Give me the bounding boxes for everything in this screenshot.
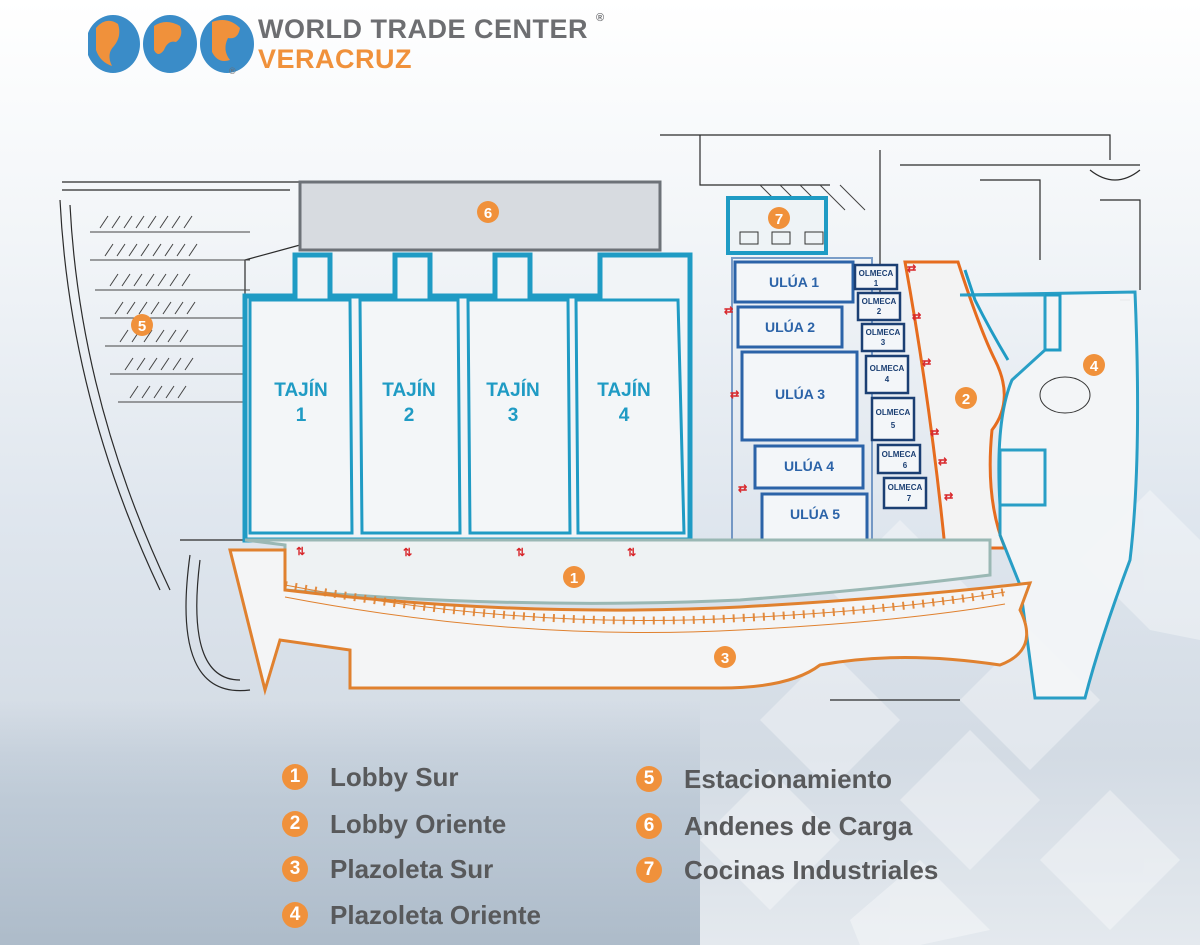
lobby-sur-area <box>244 538 992 605</box>
logo-title: WORLD TRADE CENTER <box>258 14 588 44</box>
ulua-halls <box>733 260 869 542</box>
olmeca-1-name: OLMECA <box>859 269 894 278</box>
globe-logo-icon <box>88 15 254 73</box>
svg-text:3: 3 <box>721 650 729 667</box>
tajin-2-name: TAJÍN <box>382 379 435 401</box>
map-marker-7: 7 <box>768 207 790 229</box>
map-marker-6: 6 <box>477 201 499 223</box>
svg-text:⇅: ⇅ <box>296 546 305 558</box>
tajin-1-name: TAJÍN <box>274 379 327 401</box>
svg-text:⇄: ⇄ <box>922 357 931 369</box>
wtc-globe-logo <box>88 15 254 73</box>
entrance-arrows: ⇅ ⇅ ⇅ ⇅ ⇄ ⇄ ⇄ ⇄ ⇄ ⇄ ⇄ ⇄ ⇄ <box>296 263 953 559</box>
olmeca-3-number: 3 <box>881 338 886 347</box>
olmeca-labels: OLMECA 1 OLMECA 2 OLMECA 3 OLMECA 4 OLME… <box>859 269 923 503</box>
olmeca-4-number: 4 <box>885 375 890 384</box>
ulua-5-label: ULÚA 5 <box>790 505 840 522</box>
olmeca-5-name: OLMECA <box>876 408 911 417</box>
tajin-1-number: 1 <box>296 405 307 426</box>
svg-text:⇄: ⇄ <box>912 311 921 323</box>
tajin-4-number: 4 <box>619 405 630 426</box>
svg-text:4: 4 <box>1090 358 1099 375</box>
olmeca-1-number: 1 <box>874 279 879 288</box>
registered-mark: ® <box>596 12 605 24</box>
olmeca-7-name: OLMECA <box>888 483 923 492</box>
svg-text:⇄: ⇄ <box>730 389 739 401</box>
olmeca-5-number: 5 <box>891 421 896 430</box>
svg-text:⇄: ⇄ <box>738 483 747 495</box>
tajin-4-name: TAJÍN <box>597 379 650 401</box>
ulua-2-label: ULÚA 2 <box>765 318 815 335</box>
svg-text:⇄: ⇄ <box>724 305 733 317</box>
ulua-4-label: ULÚA 4 <box>784 457 834 474</box>
plazoleta-oriente-area <box>959 290 1140 700</box>
tajin-2-number: 2 <box>404 405 415 426</box>
svg-text:⇄: ⇄ <box>930 427 939 439</box>
olmeca-2-name: OLMECA <box>862 297 897 306</box>
svg-text:⇄: ⇄ <box>907 263 916 275</box>
svg-text:2: 2 <box>962 391 970 408</box>
map-marker-5: 5 <box>131 314 153 336</box>
olmeca-2-number: 2 <box>877 307 882 316</box>
ulua-1-label: ULÚA 1 <box>769 273 819 290</box>
svg-text:⇅: ⇅ <box>627 547 636 559</box>
ulua-3-label: ULÚA 3 <box>775 385 825 402</box>
map-marker-4: 4 <box>1083 354 1105 376</box>
logo-subtitle: VERACRUZ <box>258 44 413 74</box>
svg-text:⇅: ⇅ <box>403 547 412 559</box>
olmeca-6-number: 6 <box>903 461 908 470</box>
ulua-labels: ULÚA 1 ULÚA 2 ULÚA 3 ULÚA 4 ULÚA 5 <box>765 273 840 522</box>
logo-registered-mark: ® <box>229 66 236 76</box>
map-marker-3: 3 <box>714 646 736 668</box>
tajin-3-name: TAJÍN <box>486 379 539 401</box>
tajin-hall-dividers <box>248 298 686 535</box>
tajin-labels: TAJÍN 1 TAJÍN 2 TAJÍN 3 TAJÍN 4 <box>274 379 650 426</box>
olmeca-7-number: 7 <box>907 494 912 503</box>
map-marker-2: 2 <box>955 387 977 409</box>
tajin-3-number: 3 <box>508 405 519 426</box>
svg-text:⇄: ⇄ <box>938 456 947 468</box>
svg-text:5: 5 <box>138 318 146 335</box>
svg-text:⇄: ⇄ <box>944 491 953 503</box>
svg-text:7: 7 <box>775 211 783 228</box>
svg-text:⇅: ⇅ <box>516 547 525 559</box>
olmeca-6-name: OLMECA <box>882 450 917 459</box>
svg-text:6: 6 <box>484 205 492 222</box>
lobby-oriente-area <box>903 260 1008 550</box>
background-building-photo <box>0 700 700 945</box>
map-markers: 1 2 3 4 5 6 7 <box>131 201 1105 668</box>
svg-text:1: 1 <box>570 570 578 587</box>
map-marker-1: 1 <box>563 566 585 588</box>
olmeca-4-name: OLMECA <box>870 364 905 373</box>
olmeca-rooms <box>853 263 928 510</box>
olmeca-3-name: OLMECA <box>866 328 901 337</box>
